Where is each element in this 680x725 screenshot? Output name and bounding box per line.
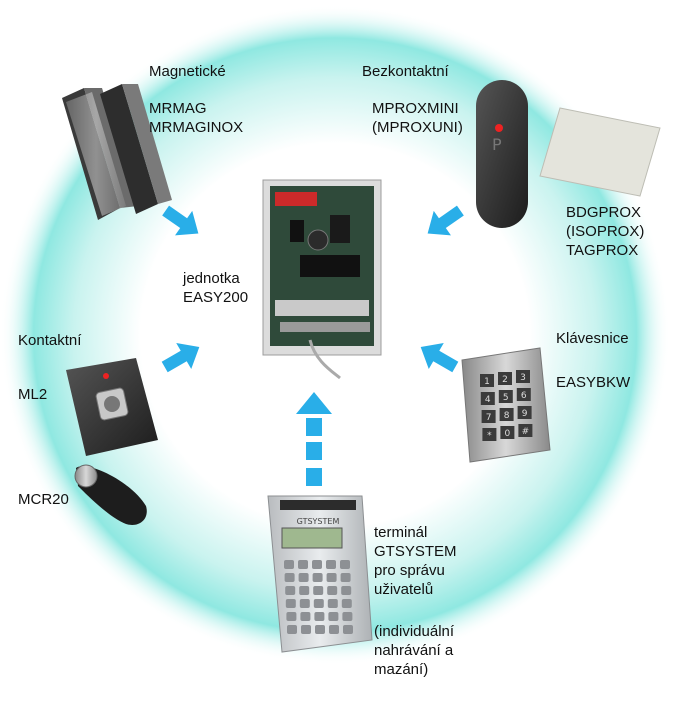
keypad-key xyxy=(481,410,496,423)
terminal-key xyxy=(298,573,309,582)
svg-text:P: P xyxy=(492,135,502,154)
keypad-item: EASYBKW xyxy=(556,374,631,391)
keypad-key xyxy=(500,426,515,439)
contact-item-ml2: ML2 xyxy=(18,386,48,403)
keypad-key xyxy=(480,374,494,387)
gtsystem-terminal-image: GTSYSTEM xyxy=(267,495,373,653)
keypad-key-label: 0 xyxy=(505,429,511,439)
keypad-device-image: 1 2 3 4 5 6 7 8 9 * 0 # xyxy=(461,347,551,463)
terminal-key xyxy=(286,612,297,621)
magnetic-title: Magnetické xyxy=(149,63,226,80)
terminal-brand-text: GTSYSTEM xyxy=(297,517,340,526)
keypad-key xyxy=(498,372,512,385)
terminal-note: (individuální nahrávání a mazání) xyxy=(374,623,455,678)
terminal-key xyxy=(315,625,325,634)
terminal-key xyxy=(284,560,294,569)
keypad-key-label: 5 xyxy=(503,393,509,403)
terminal-key xyxy=(329,625,339,634)
proximity-reader-image: P xyxy=(476,80,528,228)
mcr20-keyfob-image xyxy=(74,464,147,526)
arrows-group xyxy=(161,205,464,486)
keypad-key-label: 7 xyxy=(486,413,492,423)
keypad-key xyxy=(517,406,532,419)
keypad-key xyxy=(482,428,497,441)
arrow-icon-magnetic xyxy=(162,205,199,236)
keypad-key xyxy=(516,370,530,383)
terminal-key xyxy=(285,599,296,608)
terminal-key xyxy=(340,573,351,582)
terminal-key xyxy=(285,586,296,595)
keypad-title: Klávesnice xyxy=(556,330,629,347)
terminal-key xyxy=(343,625,353,634)
contact-title: Kontaktní xyxy=(18,332,82,349)
terminal-key xyxy=(327,586,338,595)
keypad-key-label: * xyxy=(487,431,492,441)
keypad-key-label: 4 xyxy=(485,395,491,405)
terminal-key xyxy=(300,612,311,621)
keypad-key-label: 8 xyxy=(504,411,510,421)
terminal-key xyxy=(284,573,295,582)
keypad-key-label: 1 xyxy=(484,377,490,387)
proximity-card-image xyxy=(539,107,661,197)
arrow-icon-contactless xyxy=(427,205,464,236)
terminal-key xyxy=(341,599,352,608)
terminal-key xyxy=(313,586,324,595)
center-unit-label: jednotka EASY200 xyxy=(183,270,249,306)
terminal-key xyxy=(287,625,297,634)
keypad-key-label: 3 xyxy=(520,373,526,383)
terminal-key xyxy=(327,599,338,608)
terminal-key xyxy=(341,586,352,595)
arrow-icon-keypad xyxy=(420,343,459,373)
magnetic-items: MRMAG MRMAGINOX xyxy=(149,100,244,136)
terminal-key xyxy=(312,560,322,569)
magnetic-reader-image xyxy=(62,84,172,220)
keypad-key-label: # xyxy=(522,427,530,437)
terminal-key xyxy=(313,599,324,608)
keypad-key xyxy=(516,388,531,401)
easy200-unit-image xyxy=(262,179,382,380)
terminal-key xyxy=(299,599,310,608)
keypad-keys: 1 2 3 4 5 6 7 8 9 * 0 # xyxy=(480,370,533,441)
keypad-key xyxy=(498,390,513,403)
arrow-icon-terminal xyxy=(296,392,332,486)
contactless-title: Bezkontaktní xyxy=(362,63,449,80)
terminal-key xyxy=(312,573,323,582)
terminal-key xyxy=(301,625,311,634)
terminal-key xyxy=(326,560,336,569)
keypad-key-label: 6 xyxy=(521,391,527,401)
ml2-reader-image xyxy=(66,358,158,456)
keypad-key xyxy=(480,392,495,405)
terminal-keys xyxy=(284,560,353,634)
terminal-key xyxy=(328,612,339,621)
contactless-items2: BDGPROX (ISOPROX) TAGPROX xyxy=(566,204,645,259)
keypad-key xyxy=(499,408,514,421)
terminal-key xyxy=(342,612,353,621)
terminal-key xyxy=(298,560,308,569)
contact-item-mcr20: MCR20 xyxy=(18,491,69,508)
terminal-key xyxy=(326,573,337,582)
terminal-key xyxy=(340,560,350,569)
terminal-key xyxy=(299,586,310,595)
terminal-description: terminál GTSYSTEM pro správu uživatelů xyxy=(374,524,457,598)
keypad-key xyxy=(518,424,533,437)
keypad-key-label: 2 xyxy=(502,375,508,385)
terminal-key xyxy=(314,612,325,621)
contactless-items: MPROXMINI (MPROXUNI) xyxy=(372,100,463,136)
keypad-key-label: 9 xyxy=(522,409,528,419)
arrow-icon-contact xyxy=(161,343,200,373)
